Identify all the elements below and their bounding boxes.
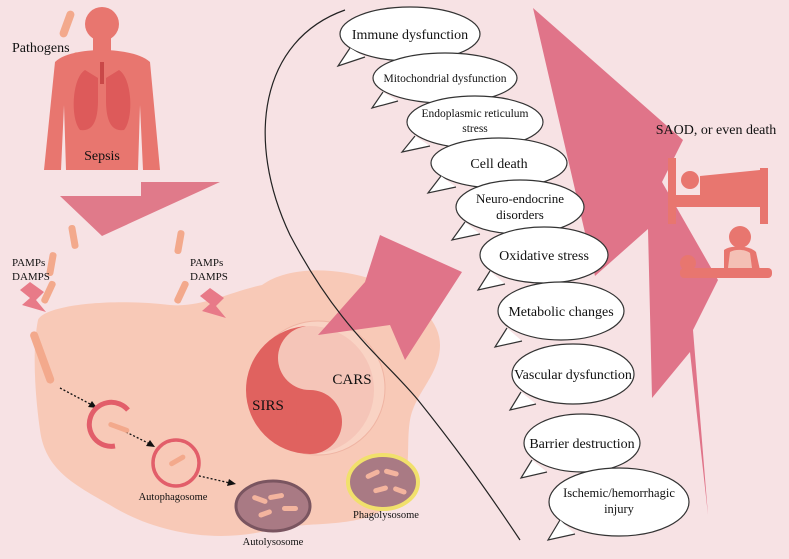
autolysosome-icon [234,479,312,533]
label-sepsis: Sepsis [84,149,120,164]
bubble-ischemic-injury [548,467,690,537]
bubble-text-vascular: Vascular dysfunction [514,368,632,383]
label-pamps-right: PAMPs [190,257,223,269]
phagolysosome-icon [346,453,420,511]
bubble-text-cell-death: Cell death [470,157,527,172]
invading-pathogen [30,331,55,384]
phagophore-cargo [108,422,130,433]
label-autophagosome: Autophagosome [139,492,208,503]
bubble-text-metabolic: Metabolic changes [508,305,613,320]
bubble-text-neuro-2: disorders [496,207,544,222]
bubble-text-oxidative: Oxidative stress [499,249,589,264]
lungs-icon [73,62,131,131]
bracket-curve [264,9,521,541]
lightning-arrow [533,8,718,515]
label-damps-right: DAMPS [190,271,228,283]
down-arrow [60,182,220,236]
autophagy-arrows [59,387,231,484]
phagophore [86,399,130,449]
bubble-barrier-destruction [523,413,641,473]
label-phagolysosome: Phagolysosome [353,510,419,521]
bolt-left-icon [20,282,46,312]
bubble-text-mitochondrial: Mitochondrial dysfunction [384,73,507,85]
hospital-bed-icon [668,158,768,224]
bubble-text-ischemic-1: Ischemic/hemorrhagic [563,486,675,500]
bubbles [336,6,690,541]
bubble-metabolic-changes [497,281,625,341]
sirs-cars-yin-yang [246,326,374,454]
bubble-text-barrier: Barrier destruction [529,437,634,452]
label-damps-left: DAMPS [12,271,50,283]
label-autolysosome: Autolysosome [243,537,304,548]
label-sirs: SIRS [252,398,284,414]
label-pamps-left: PAMPs [12,257,45,269]
bubble-text-ischemic-2: injury [604,502,635,516]
label-pathogens: Pathogens [12,41,70,56]
bubble-text-er-1: Endoplasmic reticulum [422,108,529,120]
bubble-text-er-2: stress [462,123,488,135]
human-body-icon [44,7,160,170]
bubble-text-immune: Immune dysfunction [352,28,468,43]
label-cars: CARS [332,372,371,388]
right-arrow [318,235,462,360]
bubble-text-neuro-1: Neuro-endocrine [476,191,564,206]
bolt-right-icon [200,288,226,318]
autophagosome-cargo [169,454,186,467]
bubble-vascular-dysfunction [511,343,635,405]
doctor-shirt [728,249,752,268]
label-outcome: SAOD, or even death [656,123,777,138]
